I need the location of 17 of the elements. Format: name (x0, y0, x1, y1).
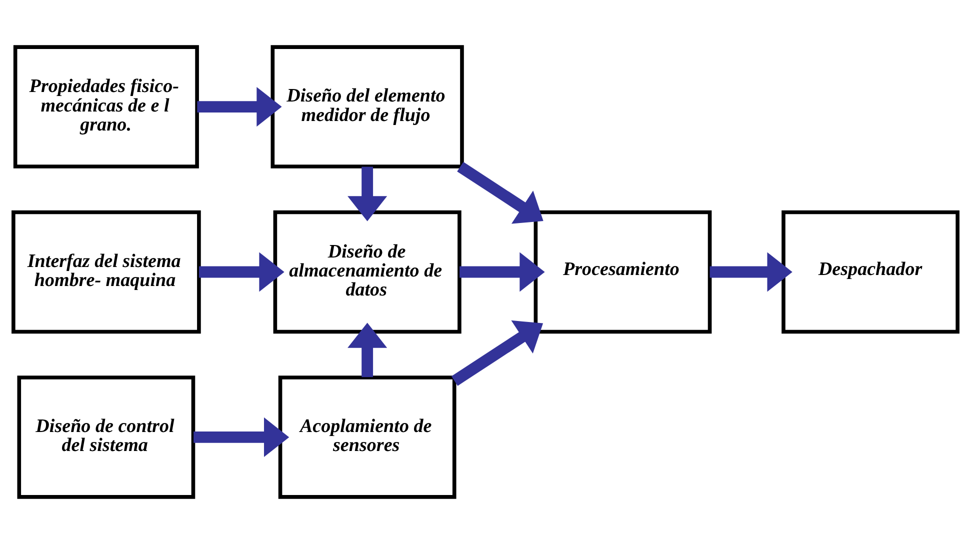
node-box: Diseño de control del sistema (17, 375, 196, 498)
arrow (457, 161, 544, 224)
arrow (197, 86, 282, 126)
node-box: Procesamiento (534, 210, 712, 334)
arrow (348, 166, 388, 221)
node-box: Interfaz del sistema hombre- maquina (12, 210, 201, 334)
node-box: Diseño de almacenamiento de datos (273, 210, 462, 334)
arrow (460, 252, 545, 292)
arrow (348, 322, 388, 377)
node-box: Acoplamiento de sensores (278, 375, 456, 498)
node-box: Diseño del elemento medidor de flujo (270, 44, 464, 168)
arrow (199, 252, 284, 292)
arrow (194, 416, 290, 456)
arrow (710, 252, 792, 292)
node-box: Despachador (782, 210, 960, 334)
arrow (451, 320, 544, 386)
node-box: Propiedades fisico- mecánicas de e l grano. (13, 44, 199, 168)
